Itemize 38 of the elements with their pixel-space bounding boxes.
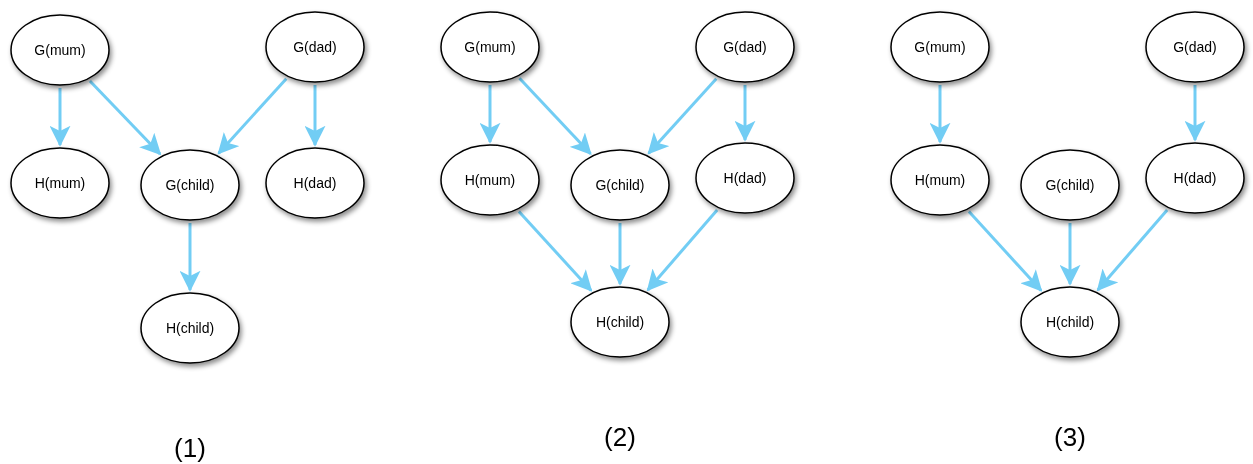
node-label: G(child) xyxy=(1045,177,1095,193)
arrow xyxy=(1096,209,1169,292)
arrow xyxy=(734,85,756,142)
arrow xyxy=(49,88,71,147)
node-label: H(dad) xyxy=(293,175,337,191)
arrow xyxy=(646,209,719,292)
diagram-number: (3) xyxy=(1054,421,1086,453)
node-label: H(mum) xyxy=(34,175,86,191)
arrow xyxy=(967,210,1043,292)
node-label: G(child) xyxy=(165,177,215,193)
node-label: H(dad) xyxy=(1173,170,1217,186)
arrow xyxy=(517,210,593,292)
arrow xyxy=(929,85,951,144)
arrow xyxy=(179,223,201,292)
node-label: H(child) xyxy=(595,314,645,330)
diagram-number: (2) xyxy=(604,421,636,453)
node-label: H(mum) xyxy=(464,172,516,188)
arrow xyxy=(518,77,592,155)
node-label: G(mum) xyxy=(34,42,86,58)
diagram-number: (1) xyxy=(174,432,206,464)
arrow xyxy=(304,85,326,147)
node-label: G(dad) xyxy=(1173,39,1217,55)
node-label: H(mum) xyxy=(914,172,966,188)
arrow xyxy=(88,80,162,156)
arrow xyxy=(647,77,718,155)
arrow xyxy=(217,77,288,155)
arrow xyxy=(479,85,501,144)
node-label: H(child) xyxy=(1045,314,1095,330)
arrow xyxy=(1184,85,1206,142)
node-label: G(dad) xyxy=(293,39,337,55)
arrow xyxy=(609,223,631,286)
node-label: G(dad) xyxy=(723,39,767,55)
node-label: G(mum) xyxy=(464,39,516,55)
node-label: H(child) xyxy=(165,320,215,336)
arrow xyxy=(1059,223,1081,286)
node-label: H(dad) xyxy=(723,170,767,186)
node-label: G(mum) xyxy=(914,39,966,55)
node-label: G(child) xyxy=(595,177,645,193)
